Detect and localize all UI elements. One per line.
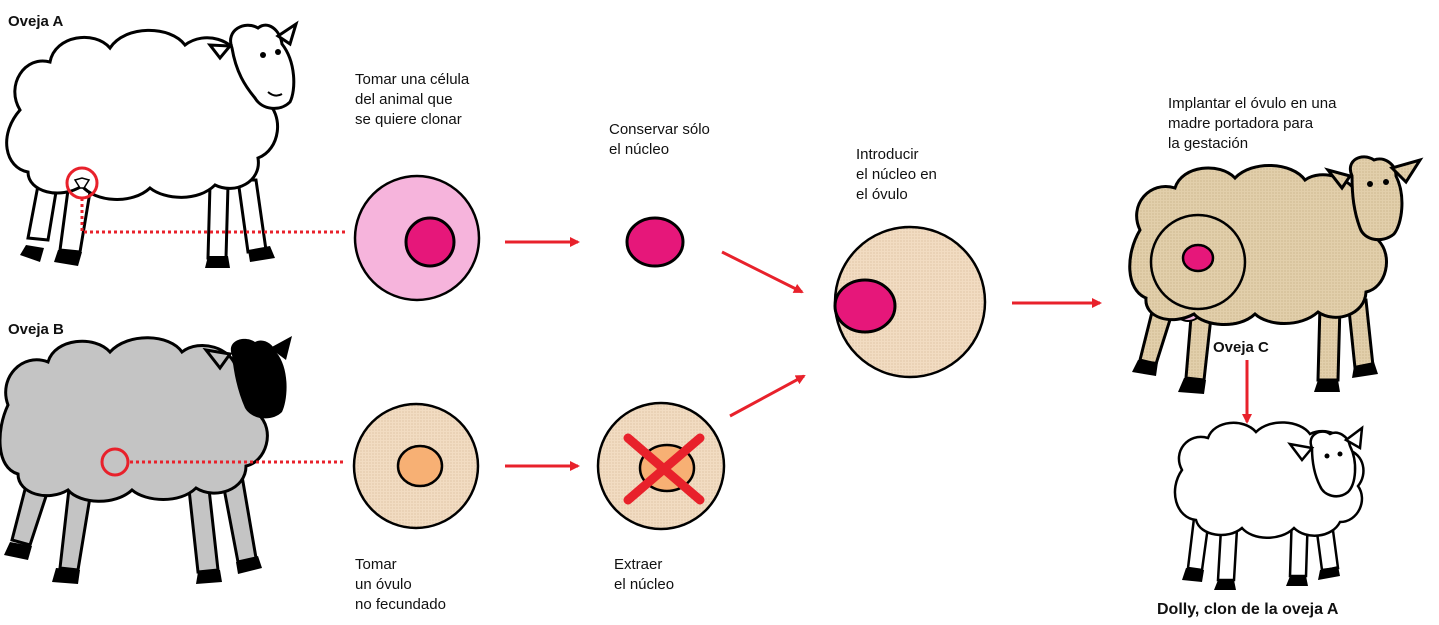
step-keep-nucleus: Conservar sólo el núcleo (609, 120, 710, 160)
label-dolly: Dolly, clon de la oveja A (1157, 600, 1338, 620)
sheep-c-illustration (1130, 157, 1420, 394)
reconstructed-ovum (835, 227, 985, 377)
enucleated-ovum (598, 403, 724, 529)
step-take-ovum: Tomar un óvulo no fecundado (355, 555, 446, 615)
isolated-nucleus (627, 218, 683, 266)
sheep-b-illustration (0, 336, 345, 584)
arrow-enucleated-to-combined (730, 376, 804, 416)
label-sheep-c: Oveja C (1213, 338, 1269, 358)
step-introduce-nucleus: Introducir el núcleo en el óvulo (856, 145, 937, 205)
donor-cell (355, 176, 479, 300)
arrow-nucleus-to-combined (722, 252, 802, 292)
sheep-a-illustration (7, 24, 345, 268)
label-sheep-a: Oveja A (8, 12, 63, 32)
step-implant: Implantar el óvulo en una madre portador… (1168, 94, 1336, 154)
unfertilized-ovum (354, 404, 478, 528)
step-take-cell: Tomar una célula del animal que se quier… (355, 70, 469, 130)
step-extract-nucleus: Extraer el núcleo (614, 555, 674, 595)
label-sheep-b: Oveja B (8, 320, 64, 340)
dolly-illustration (1175, 422, 1363, 590)
